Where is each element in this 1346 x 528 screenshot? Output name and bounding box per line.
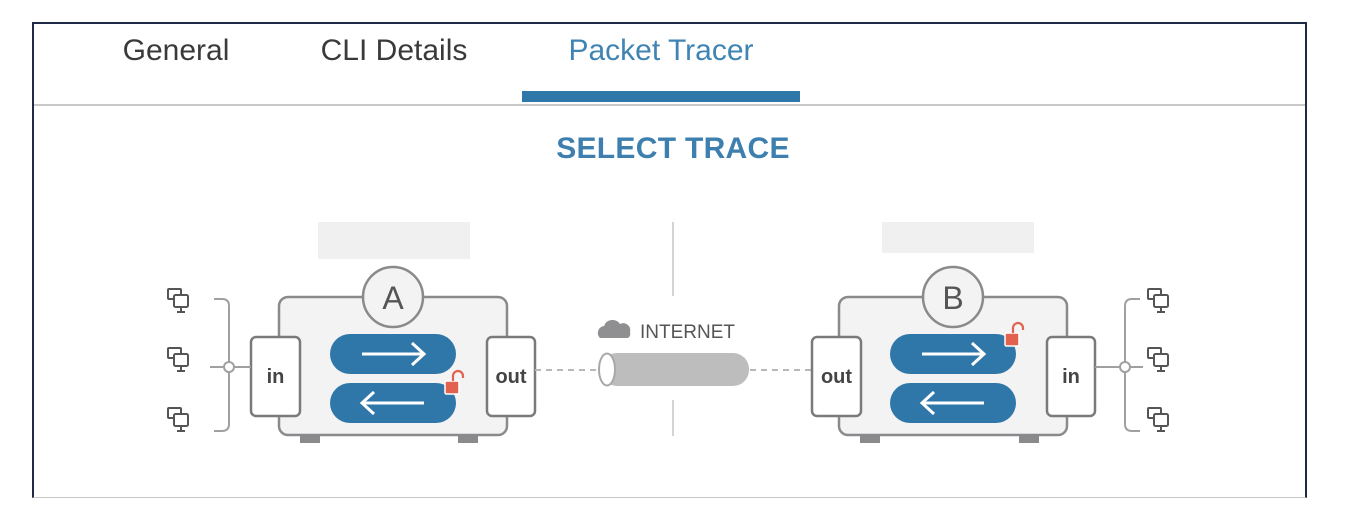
tab-general[interactable]: General [122, 34, 230, 67]
device-a-out-label: out [495, 366, 526, 388]
active-tab-indicator [522, 91, 800, 102]
device-b-inbound-trace[interactable] [890, 383, 1016, 423]
internet-tube [601, 353, 749, 386]
device-b-name-placeholder [882, 222, 1034, 253]
device-a-hosts [167, 288, 251, 432]
monitor-icon [167, 288, 189, 313]
device-b-outbound-trace[interactable] [890, 334, 1016, 374]
device-b-foot-left [860, 434, 880, 443]
device-b-badge [921, 265, 985, 329]
device-a-in-port[interactable] [249, 335, 302, 418]
device-b-hosts [1095, 288, 1169, 432]
device-b-selector[interactable]: B out in [810, 222, 1097, 443]
arrow-left-icon [919, 390, 936, 416]
device-a-outbound-trace[interactable] [330, 334, 456, 374]
device-a-out-port[interactable] [485, 335, 537, 418]
internet-link: INTERNET [535, 319, 812, 387]
monitor-icon [167, 347, 189, 372]
device-a-badge [361, 265, 425, 329]
device-a-foot-left [300, 434, 320, 443]
device-a-inbound-trace[interactable] [330, 383, 456, 423]
arrow-right-icon [970, 341, 987, 367]
cloud-icon [597, 319, 631, 338]
packet-tracer-panel: General CLI Details Packet Tracer [32, 22, 1307, 498]
device-a-selector[interactable]: A in out [249, 222, 537, 443]
device-a-foot-right [458, 434, 478, 443]
device-b-out-label: out [821, 366, 852, 388]
device-b-letter: B [942, 280, 963, 316]
device-b-in-port[interactable] [1045, 335, 1097, 418]
arrow-left-icon [359, 390, 376, 416]
device-b-in-label: in [1062, 366, 1080, 388]
unlock-icon [1004, 321, 1025, 347]
tab-bar: General CLI Details Packet Tracer [34, 24, 1305, 106]
device-a-letter: A [382, 280, 404, 316]
device-a-name-placeholder [318, 222, 470, 259]
device-a-in-label: in [267, 366, 285, 388]
monitor-icon [1147, 288, 1169, 313]
tab-cli-details[interactable]: CLI Details [320, 34, 468, 67]
monitor-icon [167, 407, 189, 432]
internet-label: INTERNET [640, 322, 735, 343]
tab-packet-tracer[interactable]: Packet Tracer [568, 34, 754, 67]
select-trace-title: SELECT TRACE [556, 132, 790, 165]
device-b-out-port[interactable] [810, 335, 863, 418]
unlock-icon [444, 369, 465, 395]
monitor-icon [1147, 347, 1169, 372]
monitor-icon [1147, 407, 1169, 432]
device-b-foot-right [1019, 434, 1039, 443]
arrow-right-icon [410, 341, 427, 367]
